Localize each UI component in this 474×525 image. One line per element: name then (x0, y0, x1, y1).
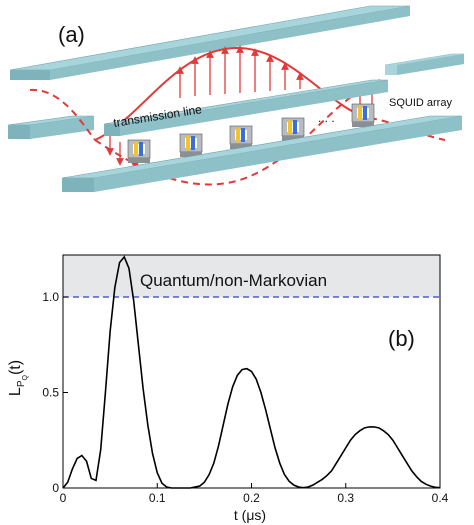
panel-b: 0 0.1 0.2 0.3 0.4 0 0.5 1.0 Quantum/non-Markov… (7, 254, 449, 523)
squid-array (127, 103, 375, 163)
panel-a-label: (a) (58, 22, 85, 47)
squid-5 (351, 103, 375, 127)
right-stub-bar (384, 53, 465, 75)
bottom-ground-bar (61, 115, 463, 192)
squid-ellipsis: . . . (318, 111, 335, 125)
y-axis-ticks: 0 0.5 1.0 (42, 290, 68, 495)
x-tick-label: 0.2 (243, 491, 260, 505)
x-axis-ticks: 0 0.1 0.2 0.3 0.4 (60, 483, 449, 505)
region-label: Quantum/non-Markovian (140, 271, 327, 290)
svg-text:LPQ(t): LPQ(t) (7, 360, 29, 396)
series-curve (62, 255, 441, 489)
left-stub-bar (7, 115, 95, 139)
x-tick-label: 0 (60, 491, 67, 505)
top-ground-bar (9, 5, 411, 80)
panel-a: (a) transmission line SQUID array . . . (7, 5, 465, 192)
x-axis-label: t (μs) (234, 507, 266, 523)
y-tick-label: 0 (52, 481, 59, 495)
y-axis-label: LPQ(t) (7, 360, 29, 396)
squid-3 (229, 125, 253, 149)
transmission-line-strip (103, 79, 389, 136)
y-tick-label: 1.0 (42, 290, 59, 304)
x-tick-label: 0.3 (337, 491, 354, 505)
squid-4 (281, 117, 305, 141)
squid-array-label: SQUID array (389, 97, 452, 109)
squid-2 (179, 133, 203, 157)
squid-1 (127, 139, 151, 163)
panel-b-label: (b) (388, 326, 415, 351)
x-tick-label: 0.1 (149, 491, 166, 505)
x-tick-label: 0.4 (432, 491, 449, 505)
y-tick-label: 0.5 (42, 386, 59, 400)
